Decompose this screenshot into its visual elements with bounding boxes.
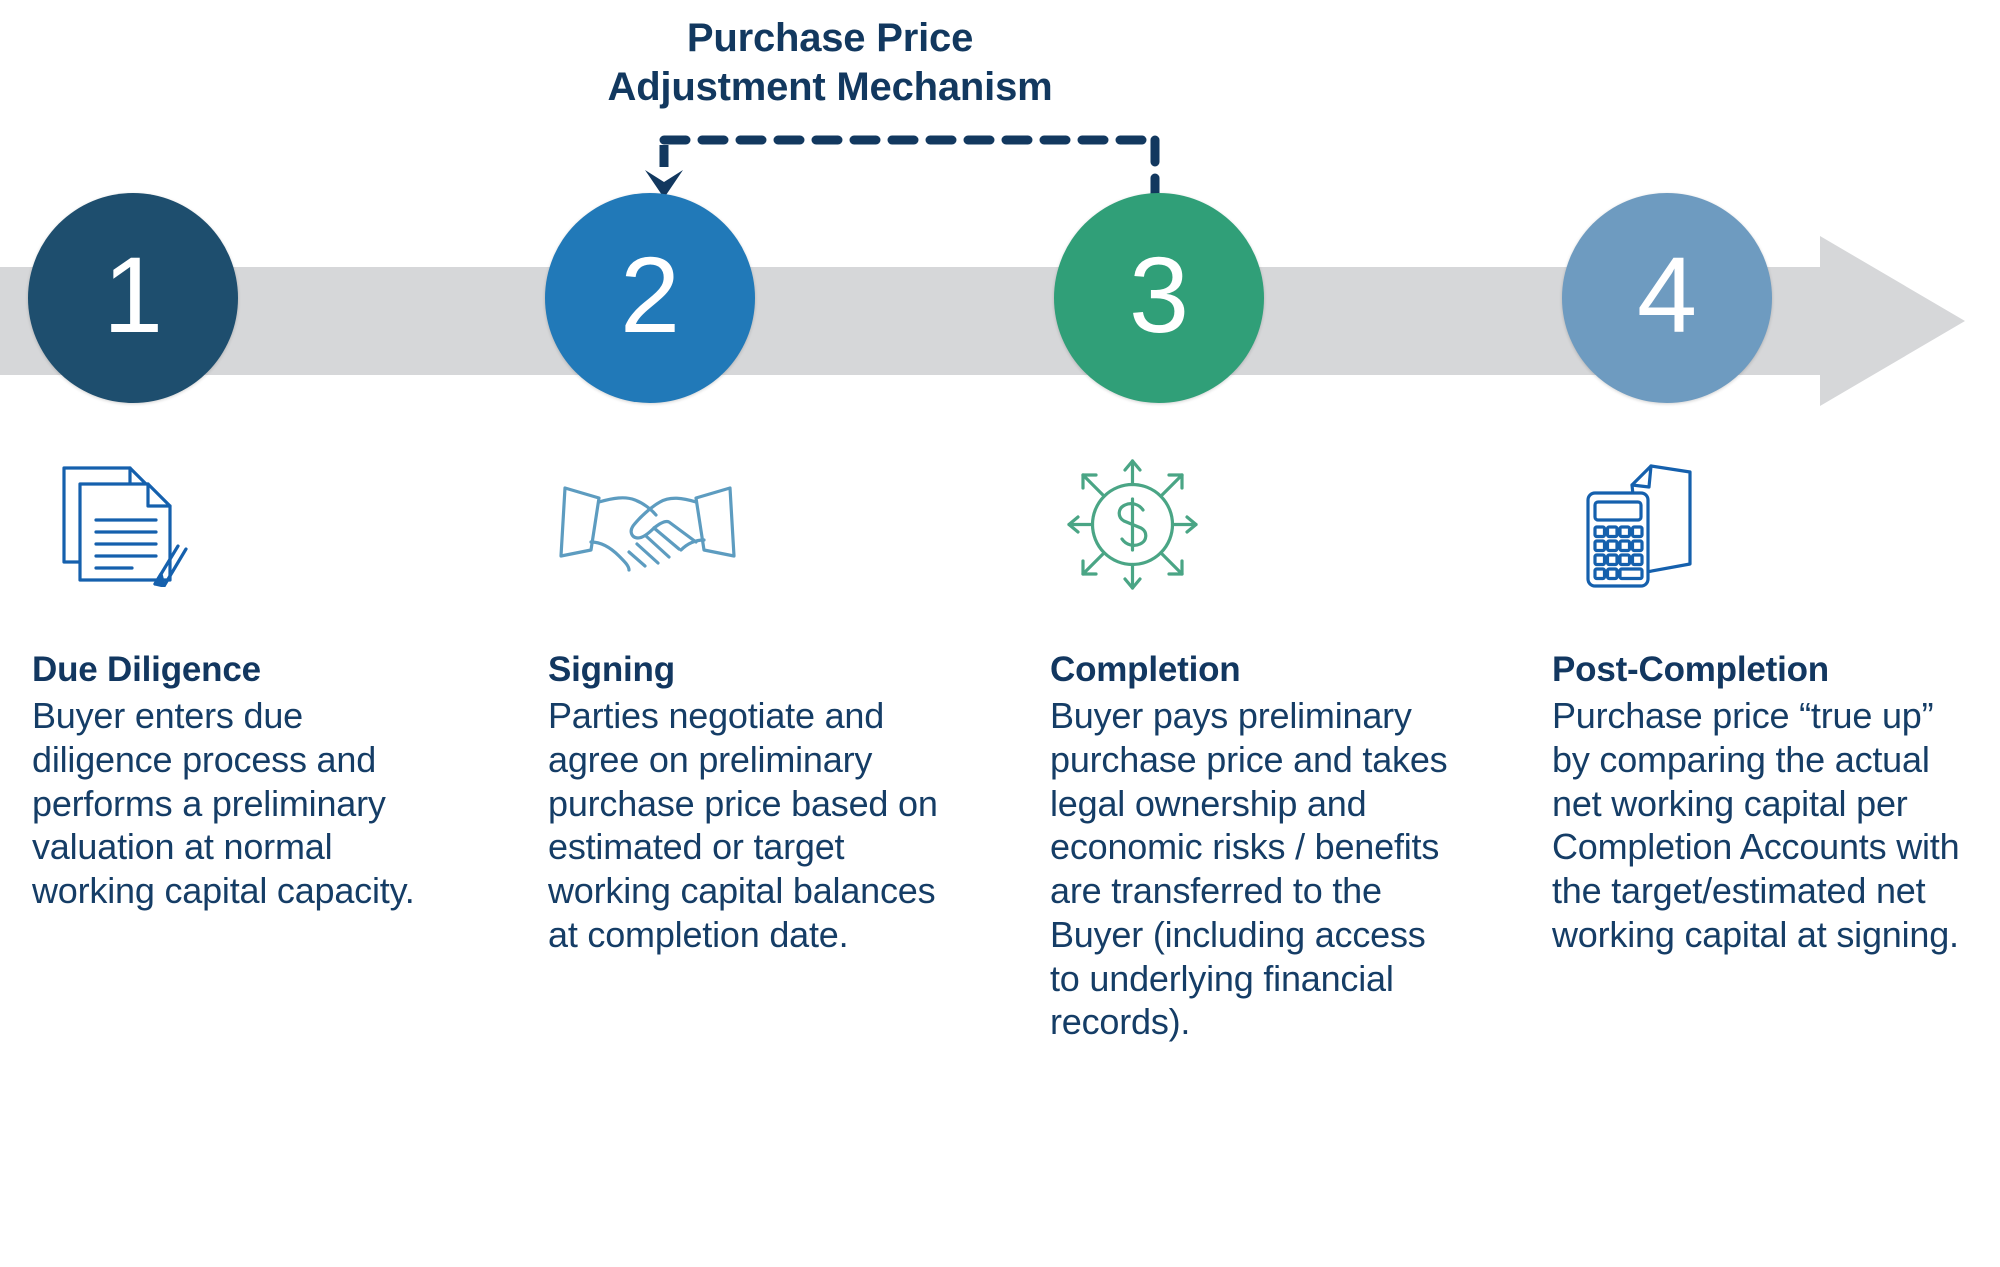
step-heading-4: Post-Completion (1552, 650, 1829, 689)
step-description-1: Due Diligence Buyer enters due diligence… (32, 650, 427, 913)
step-body-4: Purchase price “true up” by comparing th… (1552, 695, 1960, 955)
diagram-title-line-1: Purchase Price (686, 16, 974, 60)
step-circle-1[interactable]: 1 (28, 193, 238, 403)
step-body-2: Parties negotiate and agree on prelimina… (548, 695, 938, 955)
document-pen-icon (62, 466, 188, 587)
step-icon-3 (1065, 459, 1285, 590)
calculator-document-icon (1586, 463, 1692, 588)
step-circle-3[interactable]: 3 (1054, 193, 1264, 403)
step-heading-2: Signing (548, 650, 675, 689)
step-icon-4 (1585, 462, 1805, 588)
step-heading-1: Due Diligence (32, 650, 261, 689)
timeline-arrow (0, 236, 1965, 406)
step-description-4: Post-Completion Purchase price “true up”… (1552, 650, 1972, 957)
diagram-title-line-2: Adjustment Mechanism (607, 64, 1053, 109)
timeline-arrow-shape (0, 236, 1965, 406)
step-circle-2[interactable]: 2 (545, 193, 755, 403)
step-number-3: 3 (1128, 234, 1190, 355)
step-description-2: Signing Parties negotiate and agree on p… (548, 650, 943, 957)
step-number-2: 2 (619, 234, 681, 355)
step-body-3: Buyer pays preliminary purchase price an… (1050, 695, 1448, 1043)
step-icon-2 (555, 462, 775, 587)
step-body-1: Buyer enters due diligence process and p… (32, 695, 415, 912)
step-circle-4[interactable]: 4 (1562, 193, 1772, 403)
step-icon-1 (58, 462, 278, 587)
step-description-3: Completion Buyer pays preliminary purcha… (1050, 650, 1450, 1044)
step-number-1: 1 (102, 234, 164, 355)
step-heading-3: Completion (1050, 650, 1241, 689)
diagram-title: Purchase Price Adjustment Mechanism (560, 14, 1100, 112)
handshake-icon (559, 485, 736, 572)
dollar-expand-icon (1067, 459, 1198, 590)
step-number-4: 4 (1636, 234, 1698, 355)
